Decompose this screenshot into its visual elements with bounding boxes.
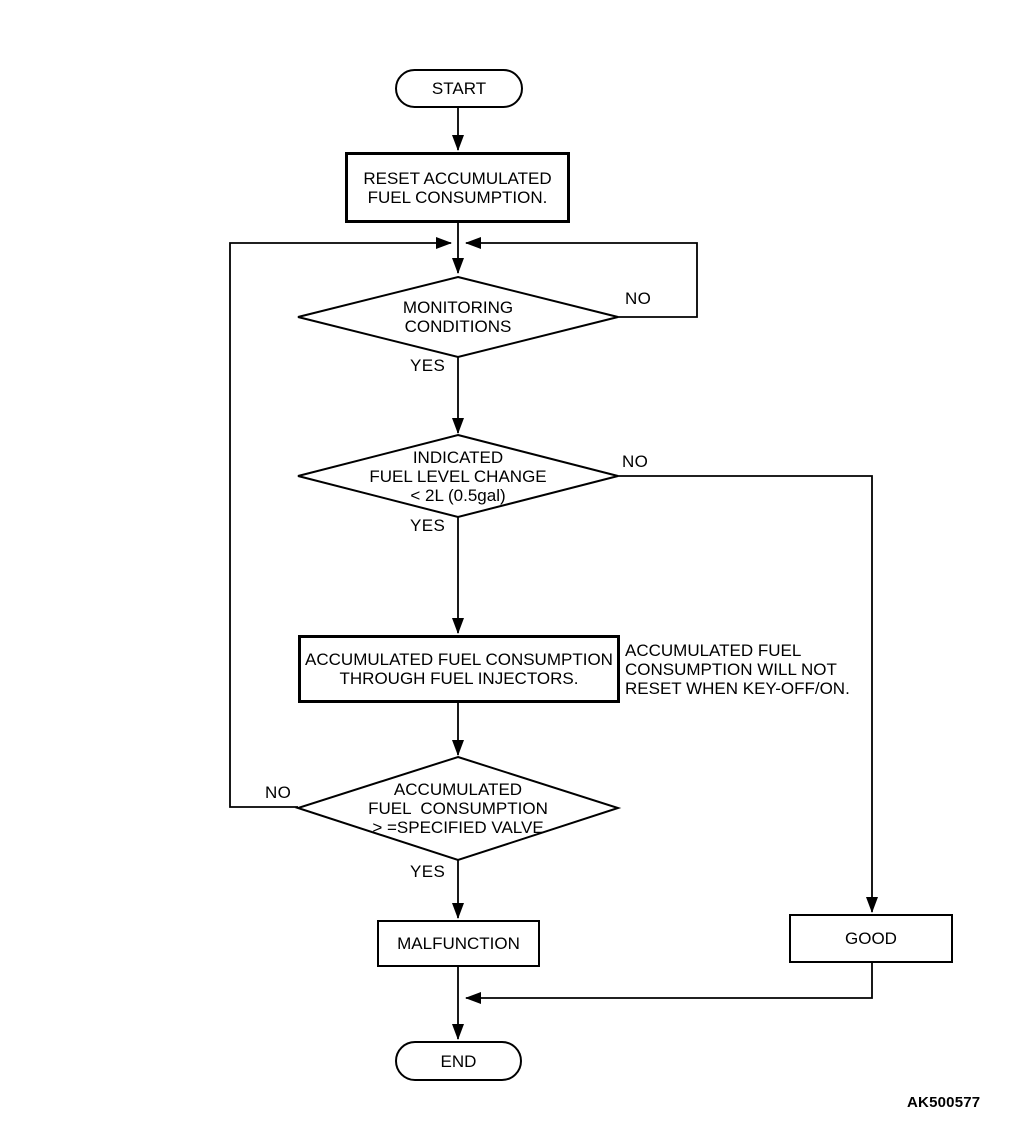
connector-monitoring-no-loop bbox=[465, 237, 698, 318]
keyoff-note: ACCUMULATED FUEL CONSUMPTION WILL NOT RE… bbox=[625, 641, 850, 698]
threshold-yes-label: YES bbox=[410, 862, 446, 881]
start-terminator: START bbox=[395, 69, 523, 108]
fuel-level-decision-shape bbox=[297, 433, 619, 519]
monitoring-decision-shape bbox=[297, 275, 619, 359]
fuel-level-no-label: NO bbox=[622, 452, 649, 471]
monitoring-no-label: NO bbox=[625, 289, 652, 308]
figure-code: AK500577 bbox=[907, 1094, 981, 1111]
connector-fuel-level-no-to-good bbox=[618, 475, 878, 913]
threshold-no-label: NO bbox=[265, 783, 292, 802]
threshold-decision-shape bbox=[294, 755, 622, 862]
good-result-box: GOOD bbox=[789, 914, 953, 963]
fuel-level-yes-label: YES bbox=[410, 516, 446, 535]
reset-process-box: RESET ACCUMULATED FUEL CONSUMPTION. bbox=[345, 152, 570, 223]
end-terminator: END bbox=[395, 1041, 522, 1081]
monitoring-yes-label: YES bbox=[410, 356, 446, 375]
accumulated-process-box: ACCUMULATED FUEL CONSUMPTION THROUGH FUE… bbox=[298, 635, 620, 703]
malfunction-result-box: MALFUNCTION bbox=[377, 920, 540, 967]
connector-good-to-end-merge bbox=[465, 963, 873, 1004]
connector-threshold-no-loop bbox=[229, 237, 452, 808]
